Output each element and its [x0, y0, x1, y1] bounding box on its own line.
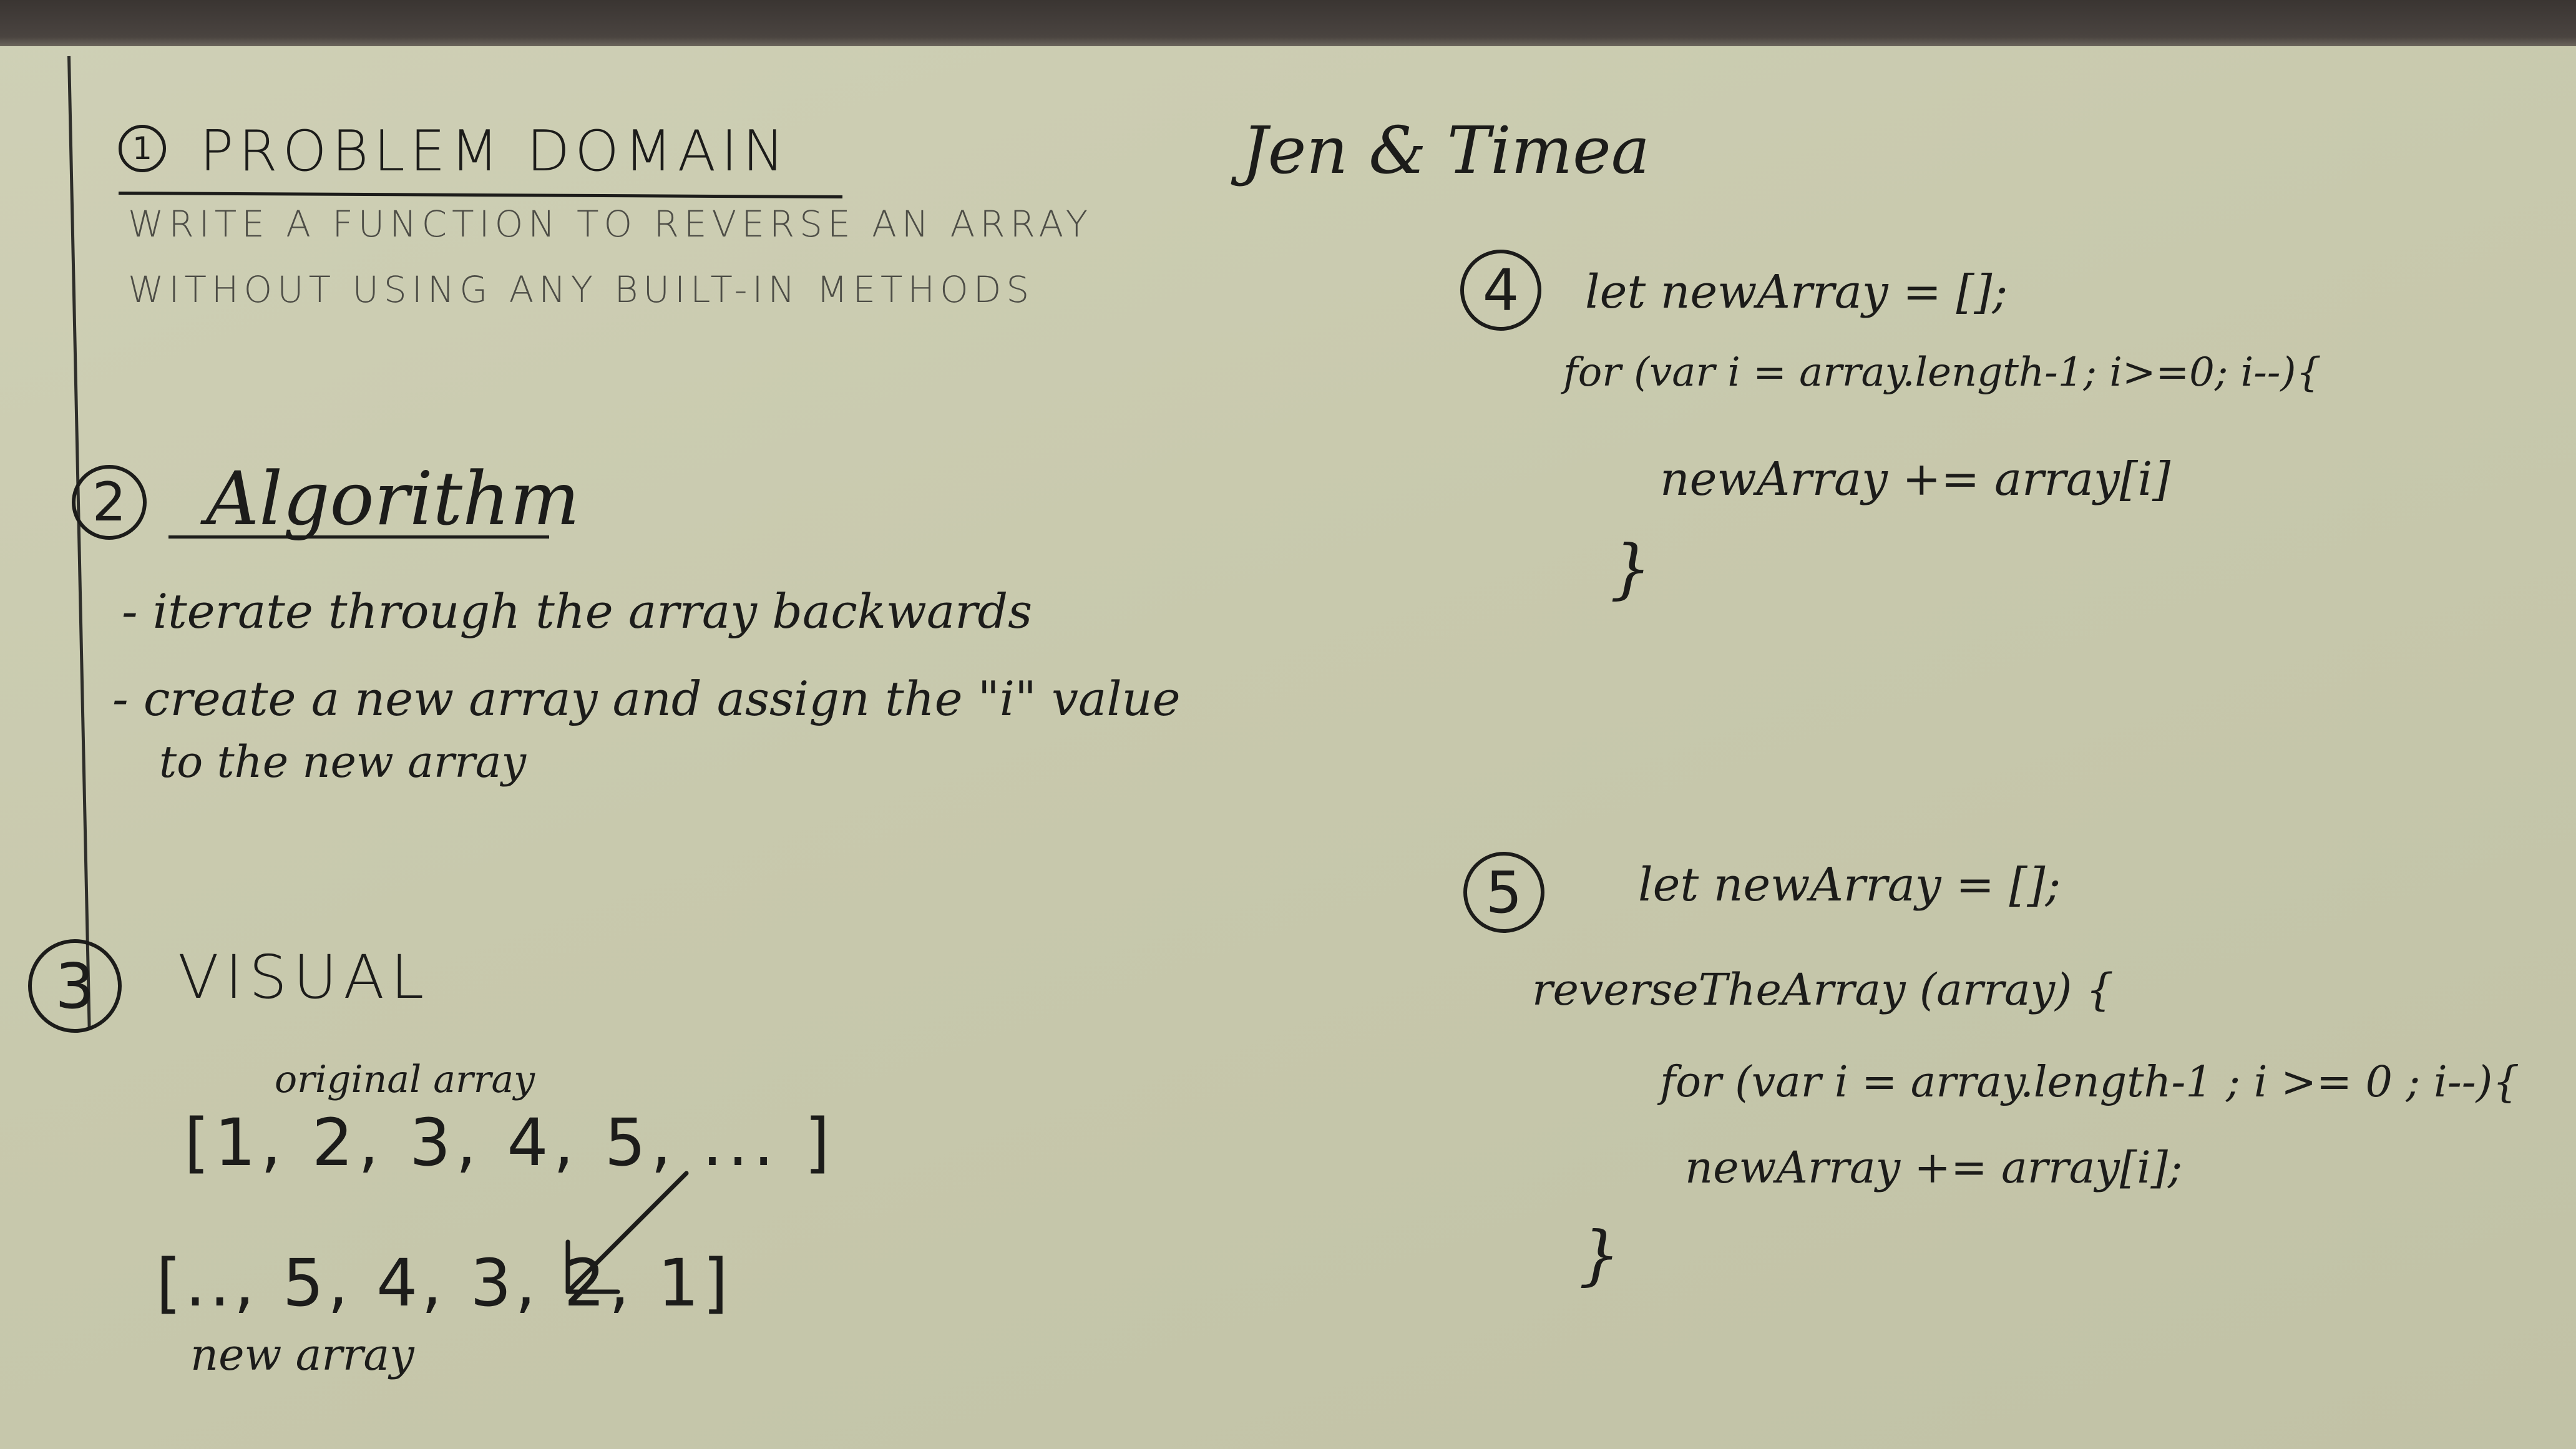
section-4-code-line-1: let newArray = [];	[1585, 265, 2008, 319]
section-4-code-line-2: for (var i = array.length-1; i>=0; i--){	[1563, 349, 2322, 396]
section-5-code-line-2: reverseTheArray (array) {	[1532, 964, 2114, 1015]
new-array: [.., 5, 4, 3, 2, 1]	[156, 1245, 732, 1321]
section-3-heading: VISUAL	[178, 942, 431, 1012]
section-5-code-line-1: let newArray = [];	[1638, 858, 2061, 912]
section-5-number: 5	[1463, 852, 1544, 933]
section-1-number: 1	[119, 125, 166, 172]
section-5-code-line-3: for (var i = array.length-1 ; i >= 0 ; i…	[1660, 1058, 2520, 1107]
algorithm-bullet-2: - create a new array and assign the "i" …	[112, 671, 1181, 726]
section-1-heading: PROBLEM DOMAIN	[200, 119, 790, 184]
original-array-label: original array	[275, 1058, 535, 1101]
new-array-label: new array	[190, 1329, 414, 1380]
section-4-code-line-4: }	[1610, 530, 1652, 607]
algorithm-bullet-2-cont: to the new array	[159, 736, 527, 788]
authors-signature: Jen & Timea	[1242, 112, 1650, 188]
section-3-number: 3	[28, 939, 122, 1033]
arrow-down-left-icon	[565, 1171, 689, 1294]
section-1-underline	[118, 191, 843, 199]
section-2-underline	[168, 535, 549, 539]
section-5-code-line-4: newArray += array[i];	[1685, 1142, 2183, 1193]
section-4-number: 4	[1460, 250, 1541, 331]
section-2-heading: Algorithm	[206, 456, 580, 542]
margin-line	[67, 56, 91, 1030]
section-4-code-line-3: newArray += array[i]	[1660, 452, 2171, 506]
problem-line-2: WITHOUT USING ANY BUILT-IN METHODS	[128, 268, 1035, 311]
board-frame-top	[0, 0, 2576, 46]
problem-line-1: WRITE A FUNCTION TO REVERSE AN ARRAY	[128, 203, 1093, 245]
section-5-code-line-5: }	[1579, 1217, 1621, 1293]
algorithm-bullet-1: - iterate through the array backwards	[122, 583, 1033, 639]
original-array: [1, 2, 3, 4, 5, ... ]	[184, 1105, 835, 1181]
section-2-number: 2	[72, 465, 147, 540]
